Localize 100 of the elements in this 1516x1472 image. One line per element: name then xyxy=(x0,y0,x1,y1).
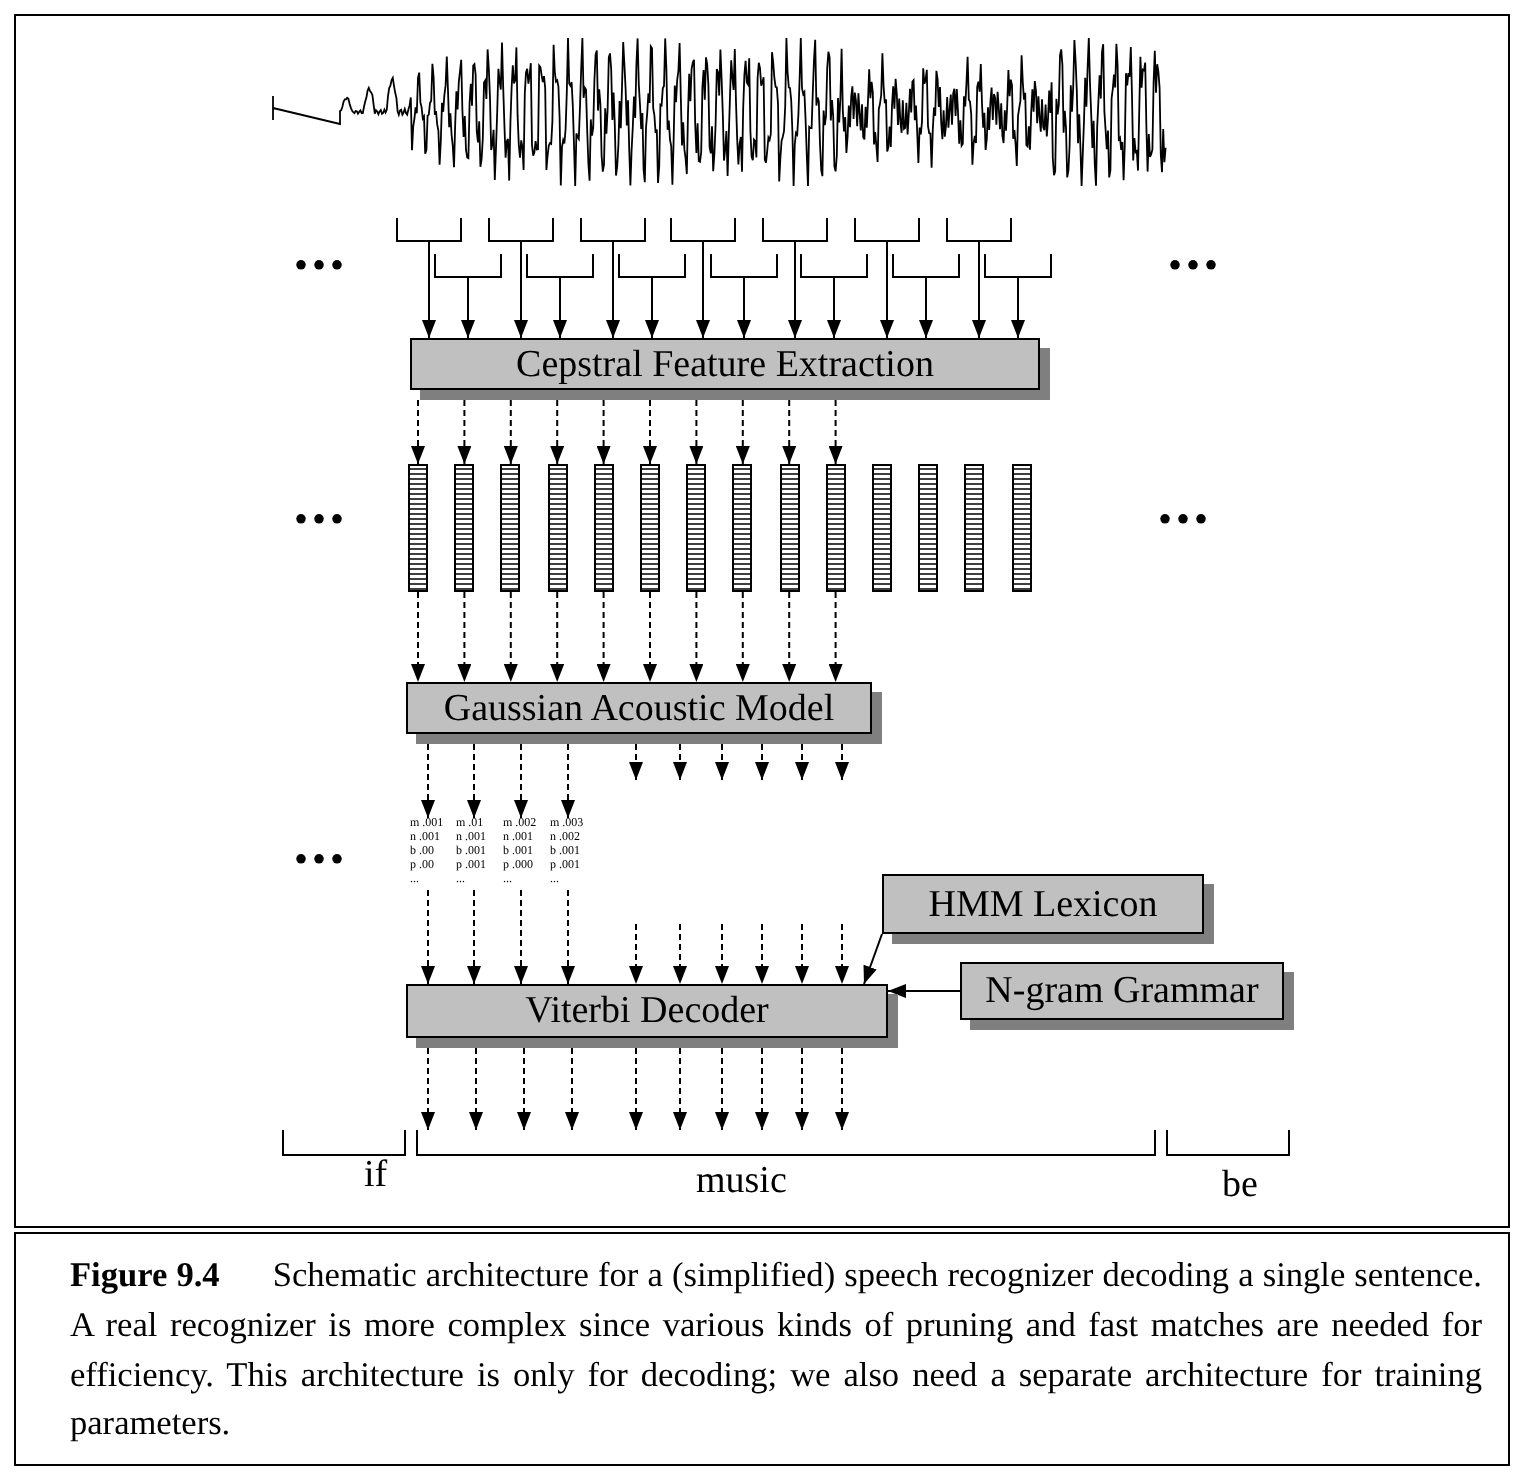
dashed-arrow xyxy=(835,1047,849,1131)
dashed-arrow xyxy=(673,743,687,781)
feature-vector-bar xyxy=(964,464,985,592)
dashed-arrow xyxy=(421,889,435,985)
feature-vector-bar xyxy=(593,464,614,592)
arrow xyxy=(461,277,475,339)
dashed-arrow xyxy=(795,923,809,985)
arrow xyxy=(880,241,894,339)
arrow xyxy=(788,241,802,339)
dashed-arrow xyxy=(503,591,518,683)
window-bracket xyxy=(984,254,1052,278)
dashed-arrow xyxy=(755,1047,769,1131)
ellipsis: ••• xyxy=(1168,246,1223,286)
dashed-arrow xyxy=(411,591,425,683)
window-bracket xyxy=(800,254,868,278)
window-bracket xyxy=(618,254,686,278)
feature-vector-bar xyxy=(732,464,753,592)
dashed-arrow xyxy=(795,743,809,781)
feature-vector-bar xyxy=(686,464,707,592)
word-label: music xyxy=(696,1162,787,1202)
dashed-arrow xyxy=(517,1047,531,1131)
dashed-arrow xyxy=(782,591,797,683)
feature-vector-bar xyxy=(825,464,846,592)
feature-vector-bar xyxy=(918,464,939,592)
window-bracket xyxy=(854,218,920,242)
dashed-arrow xyxy=(828,399,843,465)
dashed-arrow xyxy=(835,743,849,781)
dashed-arrow xyxy=(715,1047,729,1131)
dashed-arrow xyxy=(561,743,575,819)
feature-vector-bar xyxy=(408,464,428,592)
dashed-arrow xyxy=(503,399,518,465)
dashed-arrow xyxy=(550,591,565,683)
window-bracket xyxy=(892,254,960,278)
figure-caption: Figure 9.4 Schematic architecture for a (simplified) speech recognizer decoding a single sentence. A real recognizer is more complex since various kinds of pruning and fast matches are needed for efficiency. This architecture is only for decoding; we also need a separate architecture for training parameters. xyxy=(70,1254,1482,1447)
arrow xyxy=(737,277,751,339)
arrow xyxy=(645,277,659,339)
dashed-arrow xyxy=(596,591,611,683)
ellipsis: ••• xyxy=(294,500,349,540)
dashed-arrow xyxy=(643,591,657,683)
feature-vector-bar xyxy=(1011,464,1032,592)
process-box: Cepstral Feature Extraction xyxy=(410,338,1050,400)
dashed-arrow xyxy=(596,399,611,465)
feature-vector-bar xyxy=(779,464,800,592)
window-bracket xyxy=(396,218,462,242)
dashed-arrow xyxy=(421,1047,435,1131)
dashed-arrow xyxy=(735,399,750,465)
dashed-arrow xyxy=(469,1047,483,1131)
dashed-arrow xyxy=(629,923,643,985)
arrow xyxy=(972,241,986,339)
arrow xyxy=(1011,277,1025,339)
dashed-arrow xyxy=(828,591,843,683)
dashed-arrow xyxy=(467,889,481,985)
arrow xyxy=(553,277,567,339)
dashed-arrow xyxy=(782,399,797,465)
arrow xyxy=(422,241,436,339)
arrow xyxy=(514,241,528,339)
dashed-arrow xyxy=(550,399,565,465)
window-bracket xyxy=(710,254,778,278)
ellipsis: ••• xyxy=(294,840,349,880)
window-bracket xyxy=(434,254,502,278)
arrow xyxy=(696,241,710,339)
feature-vector-bar xyxy=(872,464,892,592)
word-label: be xyxy=(1222,1166,1258,1206)
process-box: N-gram Grammar xyxy=(960,962,1294,1030)
dashed-arrow xyxy=(467,743,481,819)
dashed-arrow xyxy=(795,1047,809,1131)
process-box: Gaussian Acoustic Model xyxy=(406,682,882,744)
dashed-arrow xyxy=(457,399,472,465)
dashed-arrow xyxy=(835,923,849,985)
window-bracket xyxy=(762,218,828,242)
arrow xyxy=(827,277,841,339)
dashed-arrow xyxy=(421,743,435,819)
dashed-arrow xyxy=(689,591,704,683)
dashed-arrow xyxy=(673,1047,687,1131)
arrow xyxy=(863,933,883,985)
ellipsis: ••• xyxy=(294,246,349,286)
speech-waveform xyxy=(272,36,1168,188)
ellipsis: ••• xyxy=(1158,500,1213,540)
dashed-arrow xyxy=(629,743,643,781)
dashed-arrow xyxy=(673,923,687,985)
dashed-arrow xyxy=(561,889,575,985)
feature-vector-bar xyxy=(640,464,660,592)
feature-vector-bar xyxy=(547,464,568,592)
dashed-arrow xyxy=(514,743,528,819)
dashed-arrow xyxy=(643,399,657,465)
window-bracket xyxy=(580,218,646,242)
process-box: HMM Lexicon xyxy=(882,874,1214,944)
process-box: Viterbi Decoder xyxy=(406,984,898,1048)
dashed-arrow xyxy=(457,591,472,683)
dashed-arrow xyxy=(629,1047,643,1131)
window-bracket xyxy=(526,254,594,278)
arrow xyxy=(919,277,933,339)
window-bracket xyxy=(488,218,554,242)
feature-vector-bar xyxy=(454,464,475,592)
arrow xyxy=(606,241,620,339)
dashed-arrow xyxy=(715,923,729,985)
dashed-arrow xyxy=(755,743,769,781)
word-label: if xyxy=(364,1156,388,1196)
dashed-arrow xyxy=(514,889,528,985)
dashed-arrow xyxy=(735,591,750,683)
